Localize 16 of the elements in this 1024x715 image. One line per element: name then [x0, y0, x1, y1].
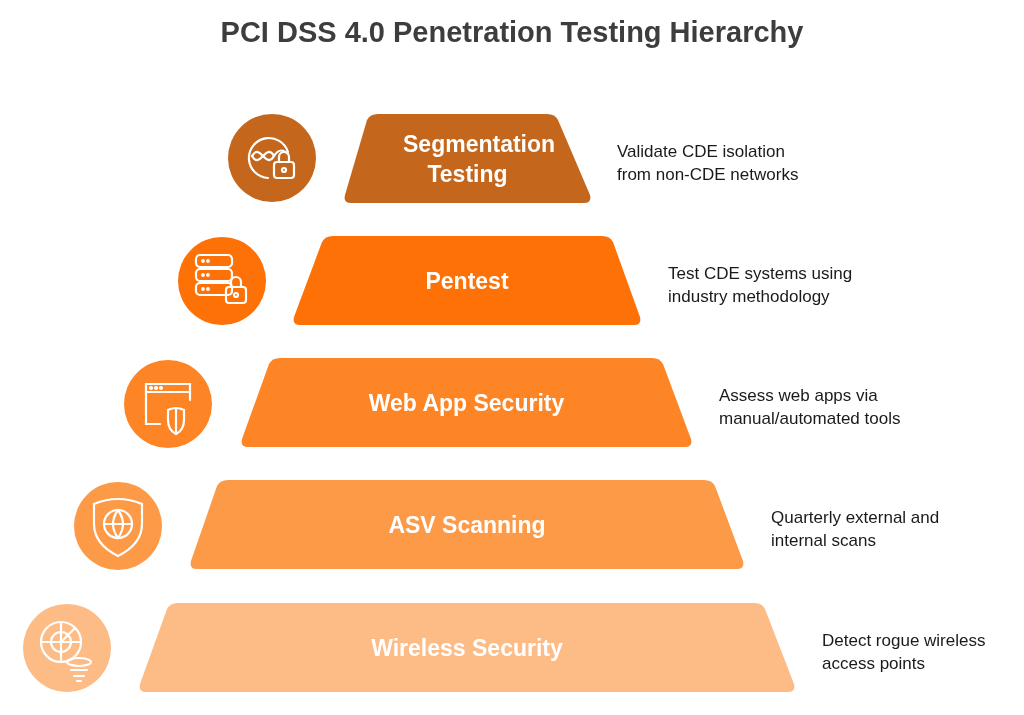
pyramid-tier [189, 480, 745, 569]
pyramid-tier [292, 236, 642, 325]
pyramid-tier [343, 114, 592, 203]
description-text: Quarterly external and internal scans [771, 506, 941, 552]
tier-label: Segmentation Testing [402, 129, 557, 189]
tier-label: Wireless Security [370, 633, 564, 663]
description-text: Assess web apps via manual/automated tools [719, 384, 902, 430]
description-text: Test CDE systems using industry methodology [668, 262, 854, 308]
pyramid-tier [138, 603, 796, 692]
tier-label: Pentest [424, 266, 510, 296]
title: PCI DSS 4.0 Penetration Testing Hierarchy [219, 16, 805, 49]
tier-label: ASV Scanning [387, 510, 547, 540]
description-text: Detect rogue wireless access points [822, 629, 987, 675]
pyramid-tier [240, 358, 693, 447]
tier-label: Web App Security [367, 388, 566, 418]
description-text: Validate CDE isolation from non-CDE networks [617, 140, 800, 186]
